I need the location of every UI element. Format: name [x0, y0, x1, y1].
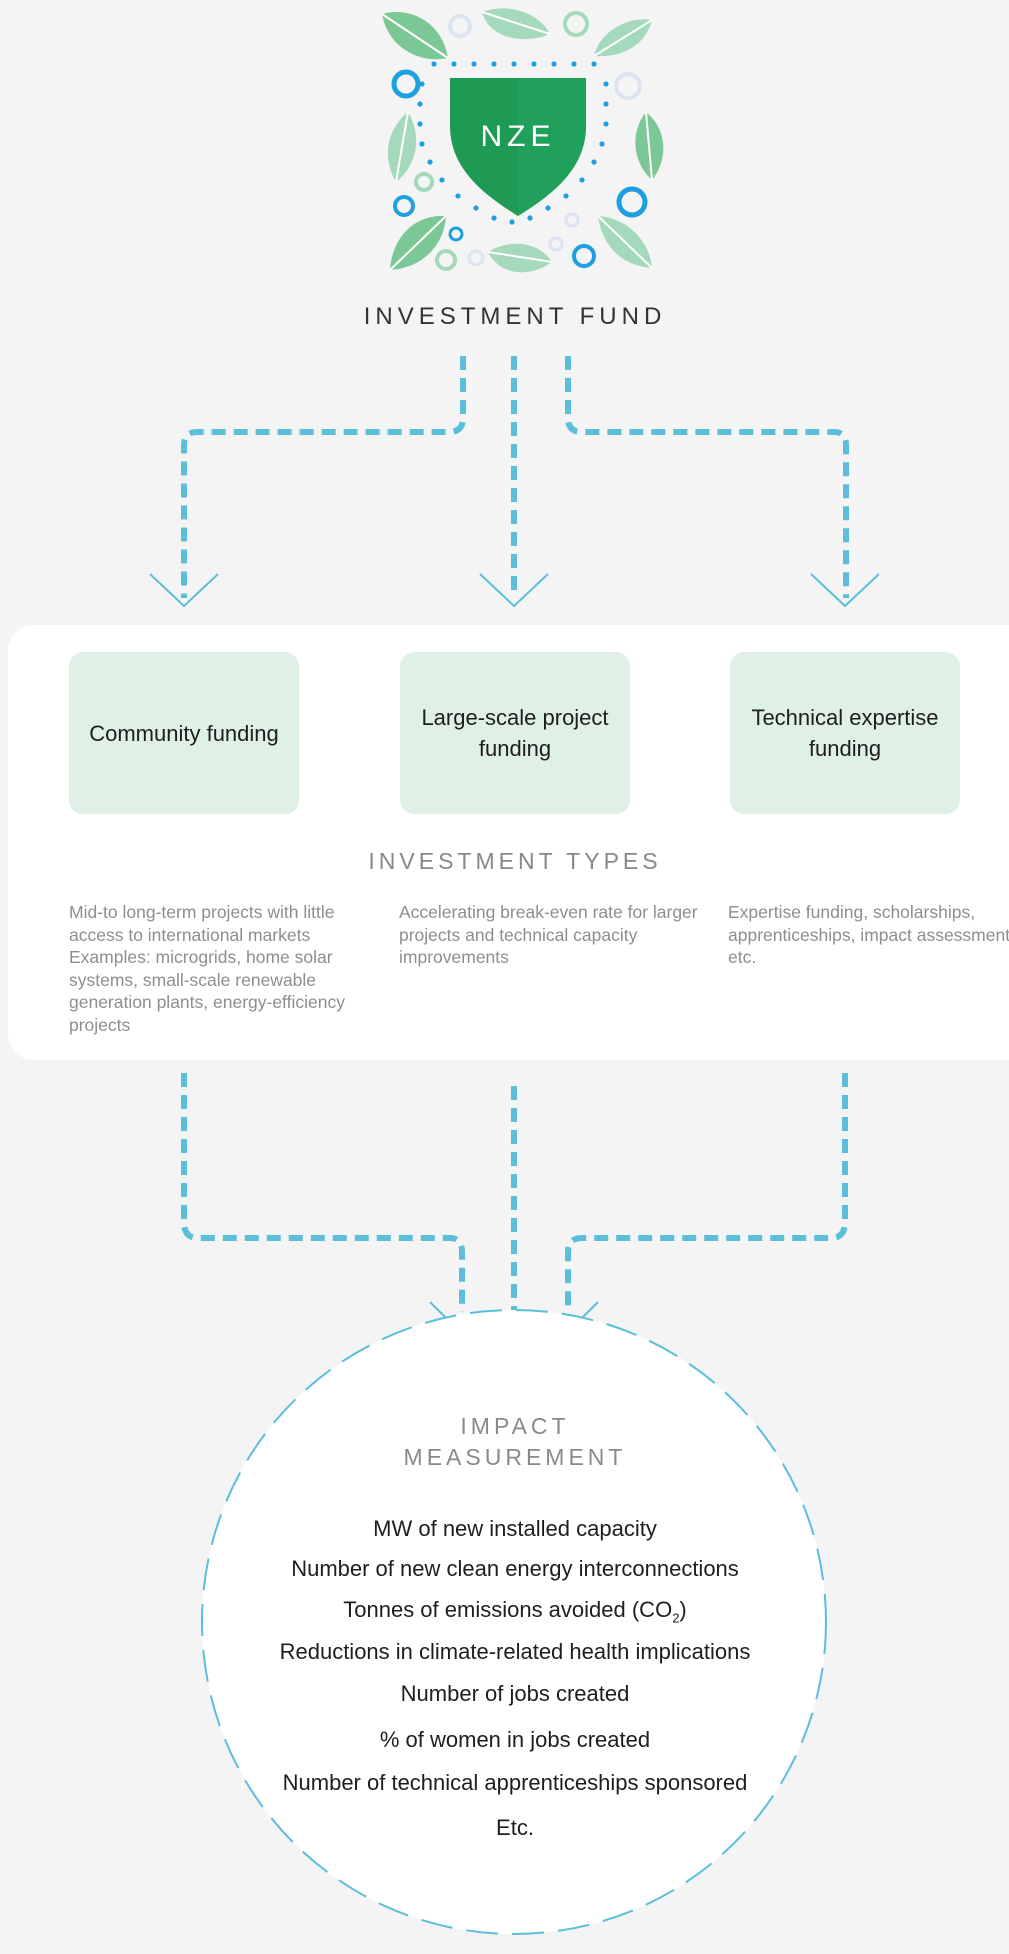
type-description-community: Mid-to long-term projects with little ac… — [69, 902, 345, 1035]
type-box-technical-expertise: Technical expertise funding — [730, 652, 960, 814]
impact-item-suffix: ) — [679, 1597, 687, 1622]
leaf-icon — [381, 11, 449, 60]
impact-item: Tonnes of emissions avoided (CO2) — [215, 1597, 815, 1625]
type-box-large-scale: Large-scale project funding — [400, 652, 630, 814]
leaf-icon — [487, 243, 553, 273]
impact-item: MW of new installed capacity — [373, 1516, 657, 1541]
leaf-icon — [635, 111, 664, 181]
shield-icon — [450, 78, 586, 216]
type-label: Large-scale project funding — [421, 705, 609, 761]
connector-community-to-impact — [181, 1073, 465, 1312]
arrow-head-community — [149, 573, 219, 608]
leaf-icon — [389, 215, 447, 271]
arrow-head-technical — [810, 573, 880, 608]
leaf-icon — [481, 8, 551, 40]
impact-title: IMPACT MEASUREMENT — [403, 1413, 627, 1470]
leaf-icon — [597, 215, 653, 269]
impact-item: Number of technical apprenticeships spon… — [282, 1770, 748, 1795]
co2-subscript: 2 — [672, 1610, 680, 1626]
impact-item-text: Tonnes of emissions avoided (CO — [343, 1597, 673, 1622]
type-label: Community funding — [89, 720, 279, 746]
type-label: Technical expertise funding — [751, 705, 939, 761]
type-box-community: Community funding — [69, 652, 299, 814]
impact-item: Reductions in climate-related health imp… — [279, 1639, 751, 1664]
impact-item: % of women in jobs created — [379, 1727, 651, 1752]
badge-text: NZE — [481, 120, 556, 153]
nze-logo: NZE — [381, 8, 664, 273]
fund-title: INVESTMENT FUND — [363, 303, 667, 330]
arrow-head-impact — [429, 1301, 599, 1388]
connector-fund-to-technical — [565, 356, 849, 598]
connector-technical-to-impact — [565, 1073, 848, 1312]
type-description-large-scale: Accelerating break-even rate for larger … — [399, 902, 698, 967]
connector-fund-to-community — [181, 356, 466, 598]
leaf-icon — [593, 19, 653, 57]
impact-item: Number of jobs created — [400, 1681, 630, 1706]
impact-item: Etc. — [496, 1815, 534, 1840]
type-description-technical-expertise: Expertise funding, scholarships, apprent… — [728, 902, 1009, 967]
impact-item: Number of new clean energy interconnecti… — [291, 1556, 739, 1581]
arrow-head-largescale — [479, 573, 549, 608]
leaf-icon — [387, 111, 417, 183]
investment-types-title: INVESTMENT TYPES — [368, 848, 662, 874]
